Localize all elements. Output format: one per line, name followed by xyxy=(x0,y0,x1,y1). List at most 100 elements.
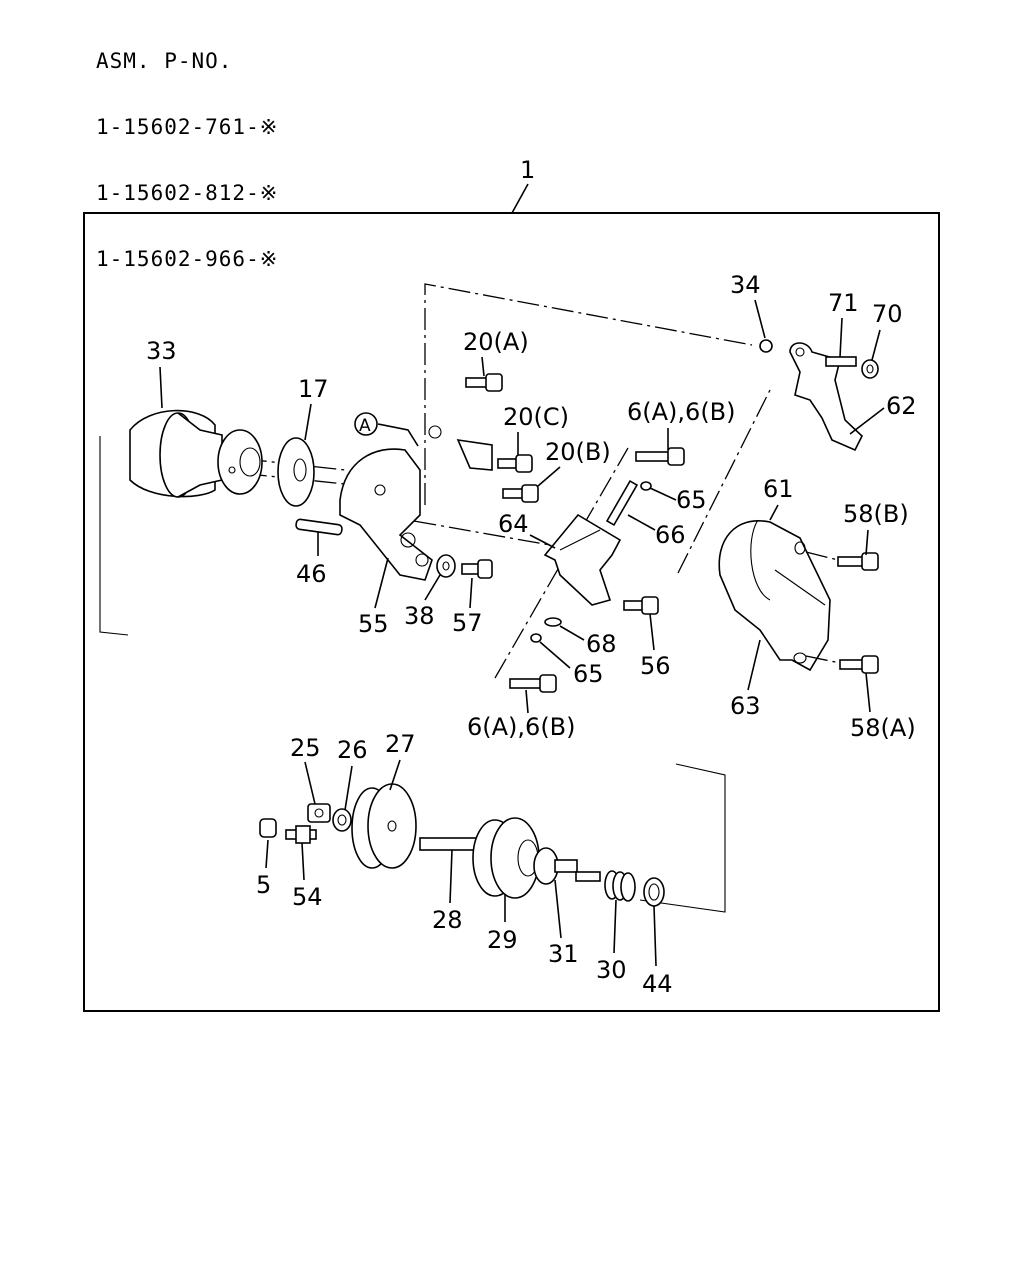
part-56-bolt xyxy=(623,596,659,615)
leader-65-upper xyxy=(649,487,677,501)
leader-55 xyxy=(374,557,389,609)
part-61-63-cover xyxy=(718,519,831,672)
leader-54 xyxy=(301,842,305,881)
part-17-gasket xyxy=(277,437,315,507)
callout-28: 28 xyxy=(432,906,463,934)
part-31-spool xyxy=(533,847,578,885)
callout-65-lower: 65 xyxy=(573,660,604,688)
leader-66 xyxy=(627,514,656,531)
leader-71 xyxy=(839,317,843,358)
leader-1 xyxy=(511,183,529,214)
ref-marker-leader xyxy=(377,423,419,447)
leader-63 xyxy=(747,639,761,691)
callout-20a: 20(A) xyxy=(463,328,529,356)
callout-5: 5 xyxy=(256,871,271,899)
part-71-bolt xyxy=(825,356,857,367)
callout-1: 1 xyxy=(520,156,535,184)
leader-5 xyxy=(265,839,269,869)
callout-63: 63 xyxy=(730,692,761,720)
leader-25 xyxy=(304,761,316,805)
leader-58a xyxy=(865,672,871,713)
leader-61 xyxy=(769,504,779,521)
part-65-clip-lower xyxy=(530,633,542,643)
part-number-2: 1-15602-812-※ xyxy=(96,181,279,205)
callout-34: 34 xyxy=(730,271,761,299)
part-55-bracket xyxy=(339,448,433,581)
leader-33 xyxy=(159,366,163,409)
part-26-washer xyxy=(332,808,352,832)
part-number-1: 1-15602-761-※ xyxy=(96,115,279,139)
assembly-frame xyxy=(83,212,940,1012)
part-20b-bolt xyxy=(502,484,539,503)
leader-65-lower xyxy=(539,641,571,669)
part-54-fitting xyxy=(285,825,317,844)
part-number-3: 1-15602-966-※ xyxy=(96,247,279,271)
leader-68 xyxy=(559,625,585,641)
leader-30 xyxy=(613,899,617,954)
leader-26 xyxy=(344,765,353,811)
leader-31 xyxy=(554,879,562,939)
callout-54: 54 xyxy=(292,883,323,911)
part-64-bracket xyxy=(543,513,622,606)
leader-34 xyxy=(754,299,766,339)
part-34-clip xyxy=(759,339,773,353)
part-30-spring xyxy=(575,870,636,902)
leader-20b xyxy=(537,466,561,487)
callout-58b: 58(B) xyxy=(843,500,909,528)
callout-65-upper: 65 xyxy=(676,486,707,514)
part-28-shaft xyxy=(419,837,479,851)
callout-38: 38 xyxy=(404,602,435,630)
callout-17: 17 xyxy=(298,375,329,403)
part-small-bracket xyxy=(428,425,493,471)
callout-57: 57 xyxy=(452,609,483,637)
leader-70 xyxy=(871,329,881,361)
leader-27 xyxy=(389,759,401,791)
ref-marker-label: A xyxy=(359,416,371,436)
leader-62 xyxy=(849,407,885,435)
part-44-ring xyxy=(643,877,665,907)
part-27-pulley xyxy=(351,783,417,869)
part-25-nut xyxy=(307,803,331,823)
part-46-pin xyxy=(295,518,343,536)
leader-17 xyxy=(304,403,312,441)
callout-33: 33 xyxy=(146,337,177,365)
leader-56 xyxy=(649,613,655,651)
callout-25: 25 xyxy=(290,734,321,762)
header-title: ASM. P-NO. xyxy=(96,49,233,73)
part-6-bolt-top xyxy=(635,447,685,466)
part-70-nut xyxy=(861,359,879,379)
callout-20b: 20(B) xyxy=(545,438,611,466)
part-29-pulley xyxy=(472,817,540,899)
part-68-pin xyxy=(544,617,562,627)
callout-30: 30 xyxy=(596,956,627,984)
callout-6-top: 6(A),6(B) xyxy=(627,398,736,426)
leader-38 xyxy=(424,574,441,601)
part-20a-bolt xyxy=(465,373,503,392)
callout-27: 27 xyxy=(385,730,416,758)
callout-70: 70 xyxy=(872,300,903,328)
callout-56: 56 xyxy=(640,652,671,680)
callout-62: 62 xyxy=(886,392,917,420)
callout-44: 44 xyxy=(642,970,673,998)
assembly-guide-lines xyxy=(99,283,771,913)
leader-58b xyxy=(865,529,869,556)
part-33-housing xyxy=(129,409,263,498)
callout-71: 71 xyxy=(828,289,859,317)
leader-6-bottom xyxy=(525,689,529,714)
callout-58a: 58(A) xyxy=(850,714,916,742)
leader-64 xyxy=(529,534,556,549)
callout-61: 61 xyxy=(763,475,794,503)
assembly-part-number-header: ASM. P-NO. 1-15602-761-※ 1-15602-812-※ 1… xyxy=(96,6,278,292)
callout-68: 68 xyxy=(586,630,617,658)
callout-55: 55 xyxy=(358,610,389,638)
callout-66: 66 xyxy=(655,521,686,549)
part-5-cap xyxy=(259,818,277,838)
callout-31: 31 xyxy=(548,940,579,968)
callout-64: 64 xyxy=(498,510,529,538)
callout-20c: 20(C) xyxy=(503,403,569,431)
part-65-clip-upper xyxy=(640,481,652,491)
part-57-bolt xyxy=(461,559,493,579)
callout-46: 46 xyxy=(296,560,327,588)
part-62-lever xyxy=(789,342,863,452)
